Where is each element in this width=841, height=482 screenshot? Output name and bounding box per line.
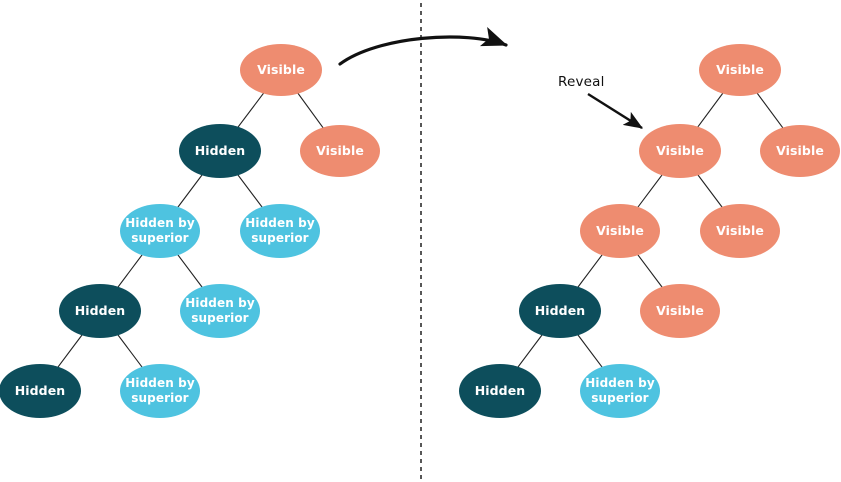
tree-node-label: Visible — [316, 142, 364, 158]
tree-node-label: Visible — [716, 222, 764, 238]
tree-node-visible[interactable]: Visible — [240, 44, 322, 96]
tree-node-label: Hidden — [74, 302, 126, 318]
tree-node-visible[interactable]: Visible — [700, 204, 780, 258]
tree-node-hidden[interactable]: Hidden — [519, 284, 601, 338]
curved-transform-arrow — [338, 27, 508, 66]
tree-node-hidden[interactable]: Hidden — [459, 364, 541, 418]
tree-node-hidden[interactable]: Hidden — [59, 284, 141, 338]
tree-node-label: Visible — [257, 61, 305, 77]
annotation-label-reveal: Reveal — [558, 74, 605, 90]
reveal-pointer-arrow — [587, 92, 644, 130]
tree-node-label: Hidden — [14, 382, 66, 398]
tree-node-label: Hidden — [194, 142, 246, 158]
tree-node-label: Visible — [656, 142, 704, 158]
tree-node-label: Visible — [716, 61, 764, 77]
tree-node-hidden[interactable]: Hidden — [179, 124, 261, 178]
tree-node-visible[interactable]: Visible — [639, 124, 721, 178]
tree-node-visible[interactable]: Visible — [300, 125, 380, 177]
tree-node-hidden[interactable]: Hidden — [0, 364, 81, 418]
tree-node-label: Hidden — [534, 302, 586, 318]
tree-node-label: Visible — [656, 302, 704, 318]
tree-node-visible[interactable]: Visible — [640, 284, 720, 338]
tree-node-label: Visible — [776, 142, 824, 158]
tree-node-visible[interactable]: Visible — [580, 204, 660, 258]
tree-node-label: Visible — [596, 222, 644, 238]
tree-node-label: Hidden — [474, 382, 526, 398]
tree-node-visible[interactable]: Visible — [699, 44, 781, 96]
tree-node-visible[interactable]: Visible — [760, 125, 840, 177]
